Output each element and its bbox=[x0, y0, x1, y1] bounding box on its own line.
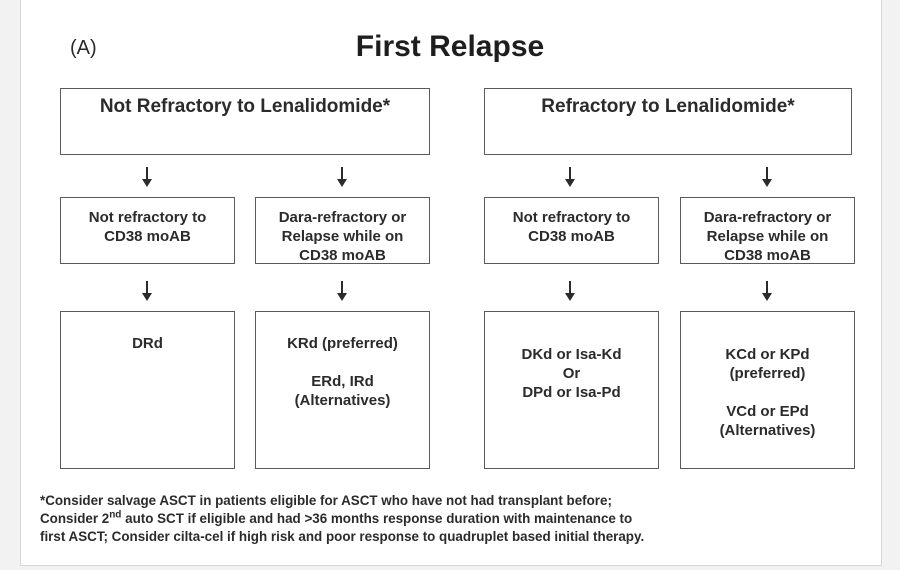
condition-box-2-line: Relapse while on bbox=[281, 228, 404, 245]
footnote-superscript: nd bbox=[109, 509, 122, 521]
condition-box-4: Dara-refractory or Relapse while on CD38… bbox=[680, 197, 855, 264]
diagram-title: First Relapse bbox=[355, 30, 545, 63]
header-refractory-lenalidomide: Refractory to Lenalidomide* bbox=[484, 88, 852, 155]
condition-box-2-line: CD38 moAB bbox=[299, 247, 386, 264]
condition-box-3-line: CD38 moAB bbox=[528, 228, 615, 245]
treatment-box-4-line: VCd or EPd bbox=[726, 403, 809, 420]
condition-box-2-line: Dara-refractory or bbox=[278, 209, 407, 226]
treatment-box-4-line: (preferred) bbox=[729, 365, 806, 382]
header-not-refractory-lenalidomide: Not Refractory to Lenalidomide* bbox=[60, 88, 430, 155]
condition-box-3: Not refractory to CD38 moAB bbox=[484, 197, 659, 264]
down-arrow-icon bbox=[337, 281, 347, 301]
treatment-box-2-line: ERd, IRd bbox=[311, 373, 374, 390]
treatment-box-4-line: (Alternatives) bbox=[719, 422, 816, 439]
down-arrow-icon bbox=[762, 281, 772, 301]
down-arrow-icon bbox=[565, 167, 575, 187]
treatment-box-3-line: DKd or Isa-Kd bbox=[521, 346, 622, 363]
treatment-box-4-line: KCd or KPd bbox=[725, 346, 810, 363]
down-arrow-icon bbox=[337, 167, 347, 187]
treatment-box-3-line: DPd or Isa-Pd bbox=[522, 384, 621, 401]
treatment-box-4: KCd or KPd (preferred) VCd or EPd (Alter… bbox=[680, 311, 855, 469]
treatment-box-2-line: (Alternatives) bbox=[294, 392, 391, 409]
condition-box-4-line: CD38 moAB bbox=[724, 247, 811, 264]
condition-box-1-line: CD38 moAB bbox=[104, 228, 191, 245]
footnote-line-1: *Consider salvage ASCT in patients eligi… bbox=[40, 493, 612, 508]
condition-box-2: Dara-refractory or Relapse while on CD38… bbox=[255, 197, 430, 264]
down-arrow-icon bbox=[142, 281, 152, 301]
condition-box-3-line: Not refractory to bbox=[512, 209, 631, 226]
condition-box-1: Not refractory to CD38 moAB bbox=[60, 197, 235, 264]
treatment-box-2-spacer bbox=[256, 353, 429, 372]
treatment-box-3-line: Or bbox=[562, 365, 581, 382]
treatment-box-2-line: KRd (preferred) bbox=[287, 335, 398, 352]
panel-label: (A) bbox=[70, 37, 97, 59]
condition-box-4-line: Dara-refractory or bbox=[703, 209, 832, 226]
footnote-line-3: first ASCT; Consider cilta-cel if high r… bbox=[40, 529, 645, 544]
down-arrow-icon bbox=[142, 167, 152, 187]
treatment-box-2: KRd (preferred) ERd, IRd (Alternatives) bbox=[255, 311, 430, 469]
treatment-box-3: DKd or Isa-Kd Or DPd or Isa-Pd bbox=[484, 311, 659, 469]
down-arrow-icon bbox=[565, 281, 575, 301]
treatment-box-1: DRd bbox=[60, 311, 235, 469]
footnote: *Consider salvage ASCT in patients eligi… bbox=[40, 492, 880, 546]
down-arrow-icon bbox=[762, 167, 772, 187]
header-not-refractory-lenalidomide-label: Not Refractory to Lenalidomide* bbox=[99, 96, 391, 117]
footnote-line-2: Consider 2nd auto SCT if eligible and ha… bbox=[40, 510, 880, 528]
header-refractory-lenalidomide-label: Refractory to Lenalidomide* bbox=[541, 96, 795, 117]
footnote-line-2-start: Consider 2 bbox=[40, 511, 110, 526]
treatment-box-1-line: DRd bbox=[132, 335, 163, 352]
condition-box-1-line: Not refractory to bbox=[88, 209, 207, 226]
treatment-box-4-spacer bbox=[681, 383, 854, 402]
condition-box-4-line: Relapse while on bbox=[706, 228, 829, 245]
footnote-line-2-end: auto SCT if eligible and had >36 months … bbox=[121, 511, 633, 526]
